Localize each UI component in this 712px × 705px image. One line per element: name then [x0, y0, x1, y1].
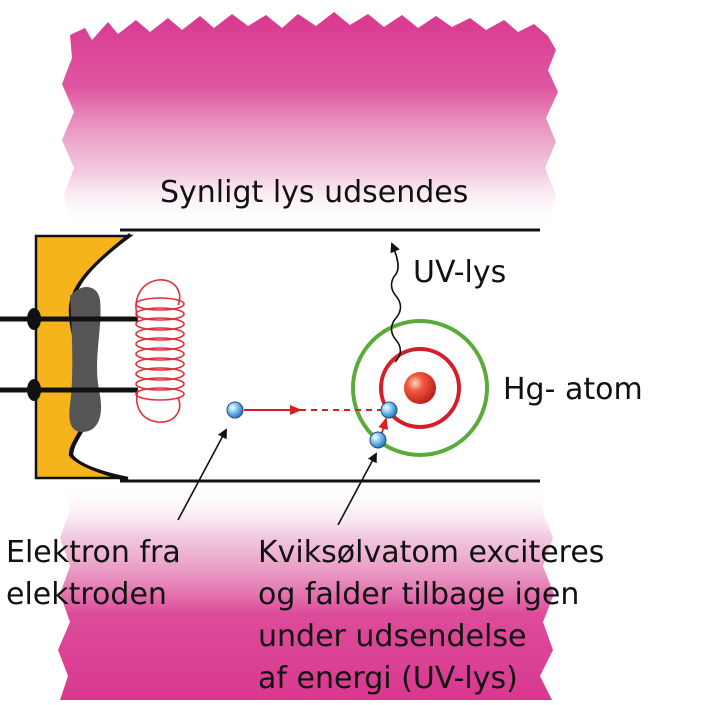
- phosphor-glow-top: [62, 12, 558, 228]
- electron-label-line1: Elektron fra: [6, 535, 181, 570]
- mercury-label-line3: under udsendelse: [258, 619, 526, 654]
- electron-label-line2: elektroden: [6, 577, 167, 612]
- tube-interior: [120, 232, 540, 480]
- ground-electron: [369, 431, 387, 449]
- wire-seal-top: [27, 308, 41, 330]
- free-electron: [226, 401, 244, 419]
- phosphor-glow-bottom: [58, 484, 554, 700]
- mercury-label-line1: Kviksølvatom exciteres: [258, 535, 604, 570]
- mercury-label-line2: og falder tilbage igen: [258, 577, 579, 612]
- excited-electron: [380, 401, 398, 419]
- uv-light-label: UV-lys: [413, 255, 506, 290]
- electrode-stem: [69, 286, 102, 432]
- filament-coil: [135, 279, 185, 423]
- wire-seal-bottom: [27, 379, 41, 401]
- nucleus: [404, 372, 436, 404]
- mercury-label-line4: af energi (UV-lys): [258, 661, 518, 696]
- mercury-label-pointer: [337, 452, 377, 526]
- electron-label-pointer: [177, 428, 227, 521]
- visible-light-label: Synligt lys udsendes: [160, 175, 468, 210]
- hg-atom-label: Hg- atom: [503, 372, 643, 407]
- uv-photon-wave: [390, 242, 402, 363]
- outer-orbit: [351, 319, 489, 457]
- inner-orbit: [379, 347, 461, 429]
